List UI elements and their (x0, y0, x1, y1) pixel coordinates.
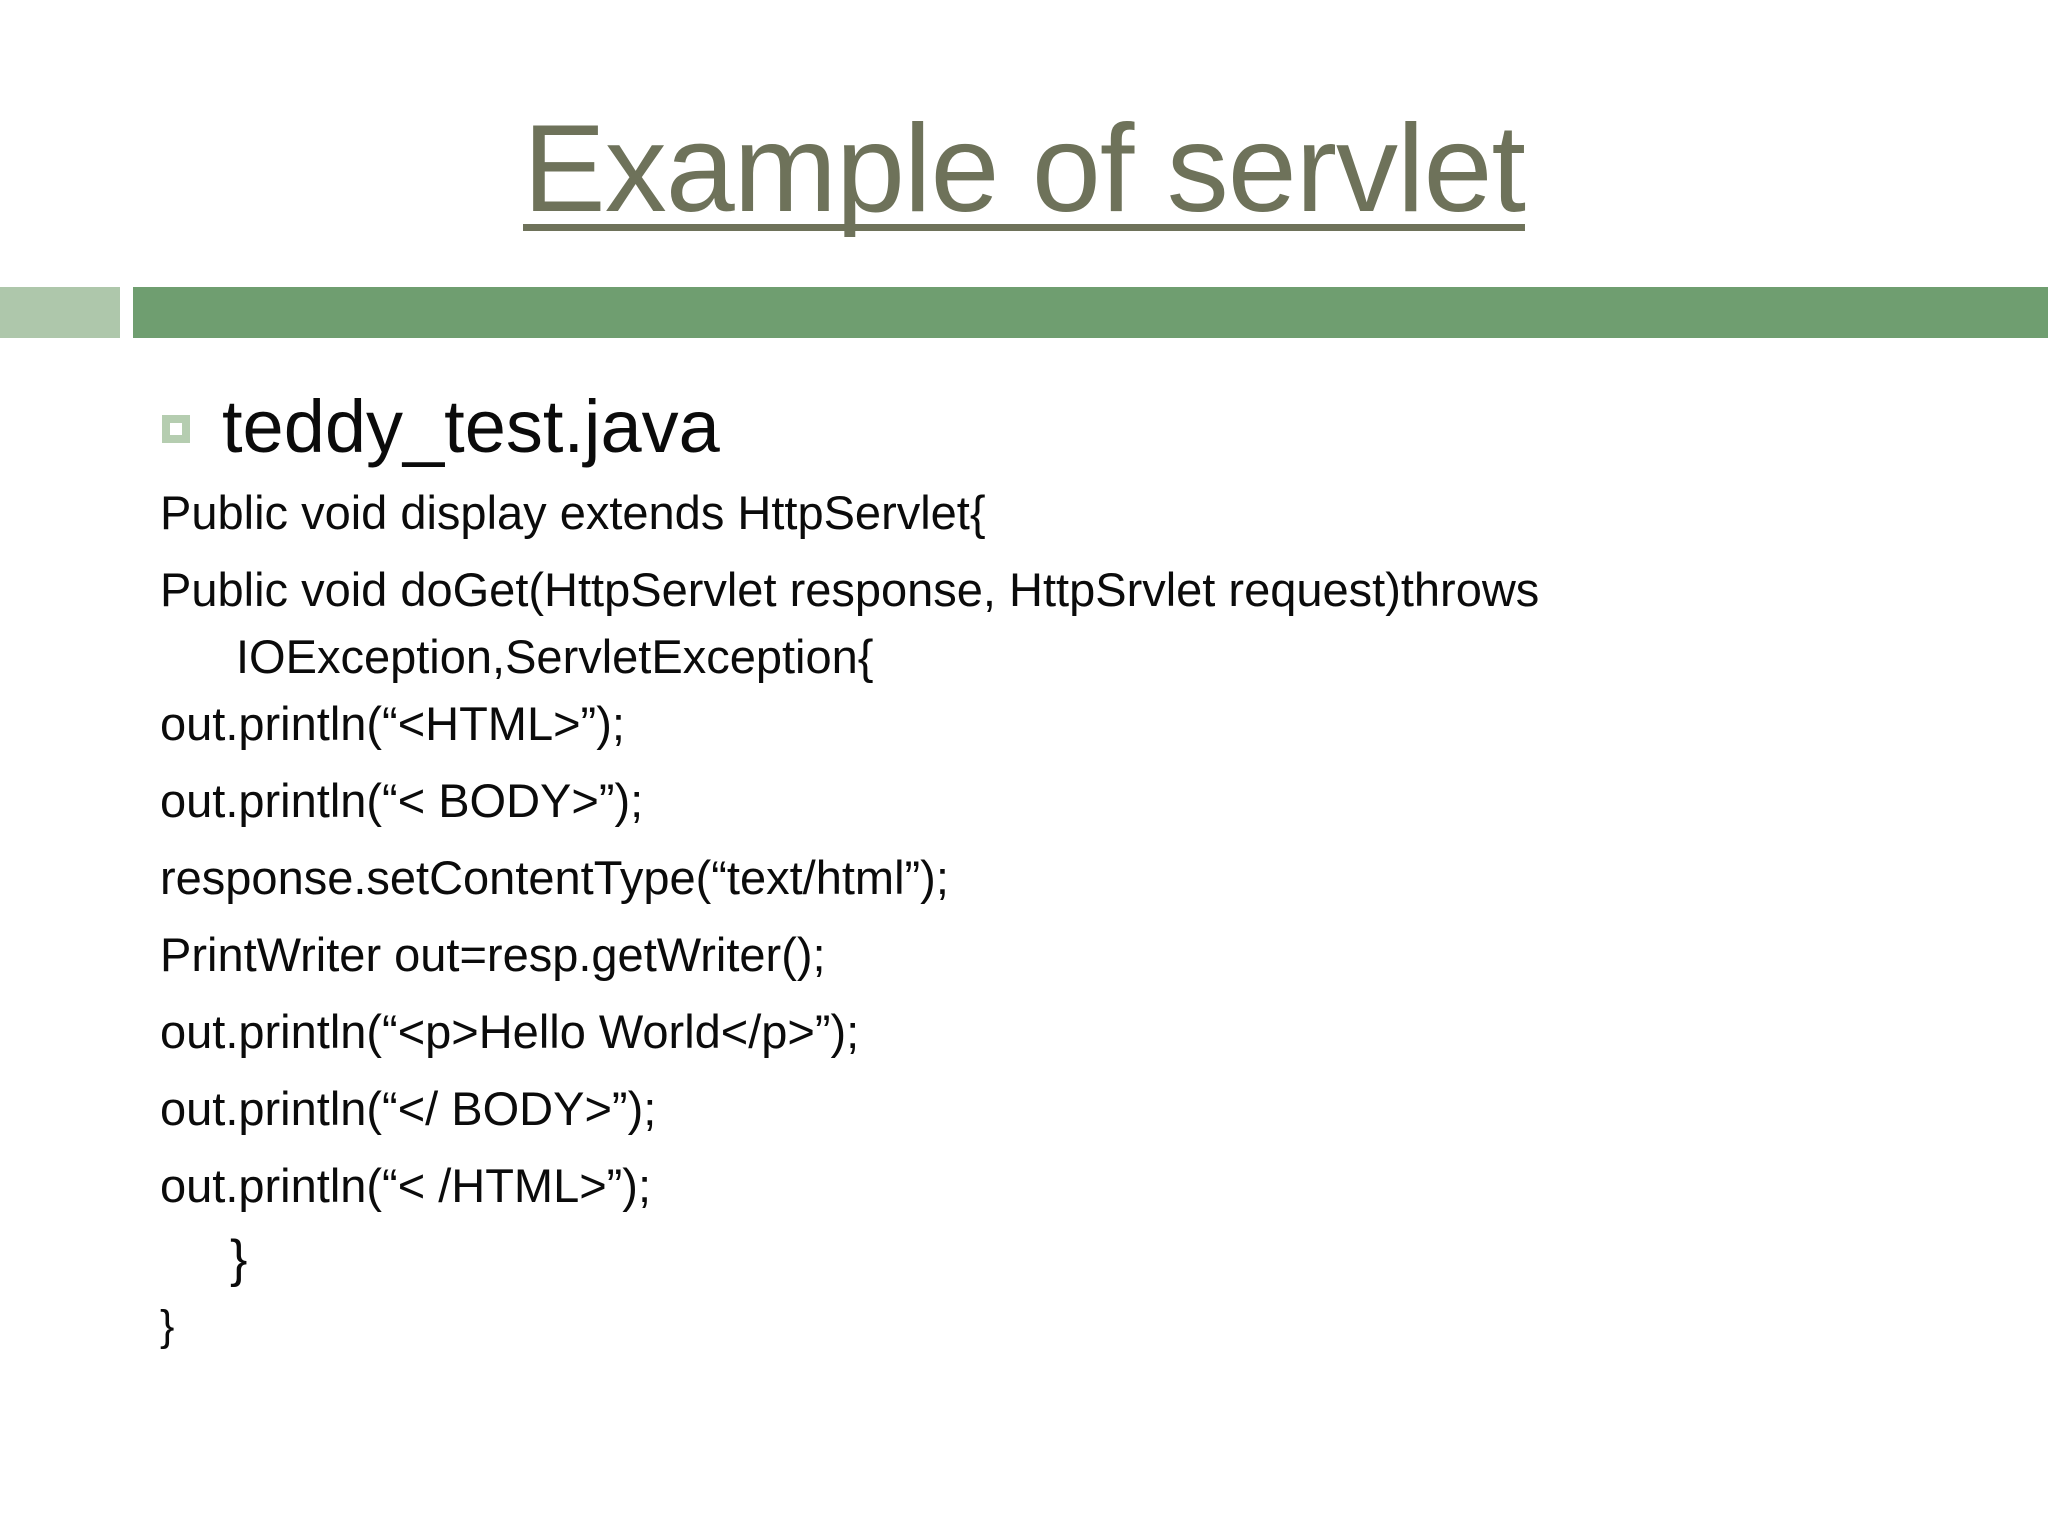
code-line: out.println(“<p>Hello World</p>”); (160, 1005, 860, 1058)
page-title: Example of servlet (523, 100, 1526, 238)
code-line: out.println(“< BODY>”); (160, 774, 644, 827)
title-row: Example of servlet (0, 92, 2048, 247)
code-line: } (230, 1230, 248, 1288)
code-block: Public void display extends HttpServlet{… (160, 474, 2000, 1358)
accent-bar-dark (133, 287, 2048, 338)
bullet-label: teddy_test.java (222, 385, 720, 468)
code-line: IOException,ServletException{ (236, 630, 874, 683)
bullet-item: teddy_test.java (162, 386, 720, 467)
accent-bar-light (0, 287, 120, 338)
bullet-square-icon (162, 414, 190, 443)
code-line: out.println(“< /HTML>”); (160, 1159, 652, 1212)
code-line: } (160, 1302, 175, 1350)
code-line: Public void doGet(HttpServlet response, … (160, 563, 1540, 616)
code-line: PrintWriter out=resp.getWriter(); (160, 928, 826, 981)
code-line: out.println(“</ BODY>”); (160, 1082, 657, 1135)
code-line: out.println(“<HTML>”); (160, 697, 625, 750)
code-line: Public void display extends HttpServlet{ (160, 486, 986, 539)
code-line: response.setContentType(“text/html”); (160, 851, 949, 904)
